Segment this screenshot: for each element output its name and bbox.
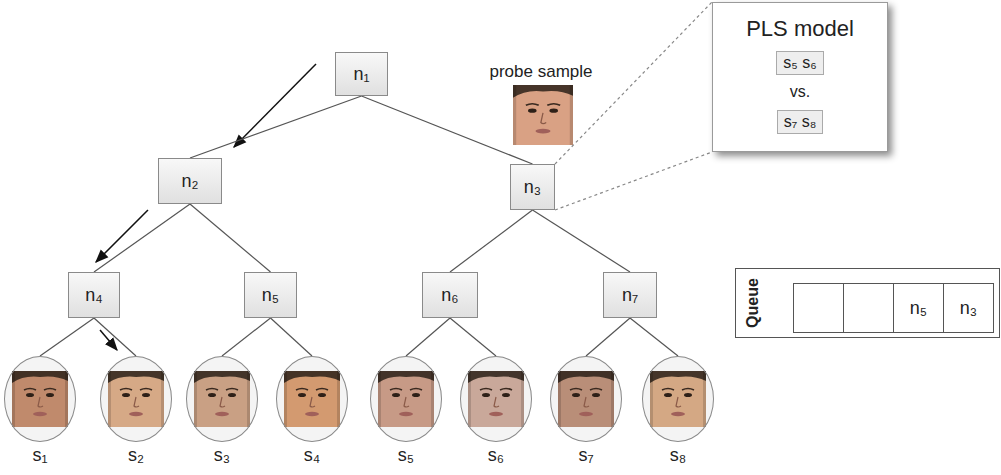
node-label: s₅ s₆	[783, 54, 816, 72]
node-label: n₅	[910, 298, 927, 319]
node-label: Queue	[744, 278, 762, 328]
leaf-ground	[642, 356, 714, 442]
node-label: n₃	[960, 298, 977, 319]
tree-branch	[222, 318, 271, 356]
tree-branch	[450, 318, 496, 356]
pls-callout: PLS model vs. s₅ s₆ s₇ s₈	[712, 2, 888, 152]
node-label: s₃	[214, 445, 230, 466]
leaf-sample: s₆	[460, 356, 532, 442]
tree-branch	[362, 96, 533, 164]
tree-branch	[190, 96, 362, 158]
node-label: n₇	[622, 285, 638, 306]
tree-branch	[94, 204, 190, 272]
node-label: s₇	[578, 445, 593, 466]
leaf-ground	[276, 356, 348, 442]
class-group: s₅ s₆	[776, 51, 823, 75]
tree-node: n₅	[244, 272, 297, 318]
node-label: n₅	[262, 285, 279, 306]
class-group: s₇ s₈	[777, 110, 824, 134]
image-caption: probe sample	[489, 62, 592, 82]
node-label: s₇ s₈	[784, 113, 817, 131]
probe-photo	[513, 85, 573, 145]
face-photo	[12, 371, 68, 427]
queue-cell: n₅	[893, 283, 944, 333]
node-label: n₃	[524, 177, 541, 198]
tree-branch	[271, 318, 313, 356]
node-text: vs.	[790, 83, 810, 101]
leaf-sample: s₇	[550, 356, 622, 442]
queue-box: Queue n₅ n₃	[735, 268, 1000, 338]
leaf-sample: s₁	[4, 356, 76, 442]
leaf-sample: s₈	[642, 356, 714, 442]
node-label: n₂	[182, 171, 199, 192]
node-label: s₈	[670, 445, 686, 466]
face-photo	[468, 371, 524, 427]
tree-node: n₆	[422, 272, 478, 318]
face-photo	[558, 371, 614, 427]
node-label: n₆	[441, 285, 458, 306]
queue-cell: n₃	[943, 283, 994, 333]
tree-branch	[630, 318, 678, 356]
leaf-sample: s₄	[276, 356, 348, 442]
model-leader	[555, 2, 712, 164]
node-label: n₄	[85, 285, 102, 306]
face-photo	[194, 371, 250, 427]
tree-node: n₁	[335, 52, 388, 96]
face-photo	[108, 371, 164, 427]
tree-node: n₃	[510, 164, 555, 210]
node-label: s₁	[32, 445, 47, 466]
leaf-ground	[550, 356, 622, 442]
leaf-sample: s₅	[370, 356, 442, 442]
leaf-sample: s₃	[186, 356, 258, 442]
leaf-sample: s₂	[100, 356, 172, 442]
face-photo	[284, 371, 340, 427]
node-label: n₁	[353, 64, 369, 85]
tree-branch	[94, 318, 136, 356]
leaf-ground	[100, 356, 172, 442]
node-label: s₂	[128, 445, 144, 466]
leaf-ground	[186, 356, 258, 442]
tree-node: n₂	[158, 158, 222, 204]
node-label: PLS model	[746, 16, 854, 42]
face-photo	[650, 371, 706, 427]
tree-branch	[533, 210, 631, 272]
node-label: s₆	[488, 445, 504, 466]
tree-branch	[406, 318, 450, 356]
search-arrow	[234, 64, 316, 147]
tree-node: n₇	[603, 272, 657, 318]
tree-branch	[40, 318, 94, 356]
face-thumbnails	[4, 356, 714, 442]
node-label: s₄	[304, 445, 320, 466]
node-label: s₅	[398, 445, 414, 466]
face-photo	[378, 371, 434, 427]
search-arrow	[100, 330, 117, 350]
queue-cell	[794, 284, 844, 333]
search-arrow	[96, 210, 148, 262]
leaf-ground	[4, 356, 76, 442]
tree-branch	[450, 210, 533, 272]
tree-branch	[586, 318, 630, 356]
tree-node: n₄	[68, 272, 120, 318]
queue-cell	[844, 284, 894, 333]
leaf-ground	[460, 356, 532, 442]
leaf-ground	[370, 356, 442, 442]
tree-branch	[190, 204, 271, 272]
model-leader	[555, 152, 712, 210]
